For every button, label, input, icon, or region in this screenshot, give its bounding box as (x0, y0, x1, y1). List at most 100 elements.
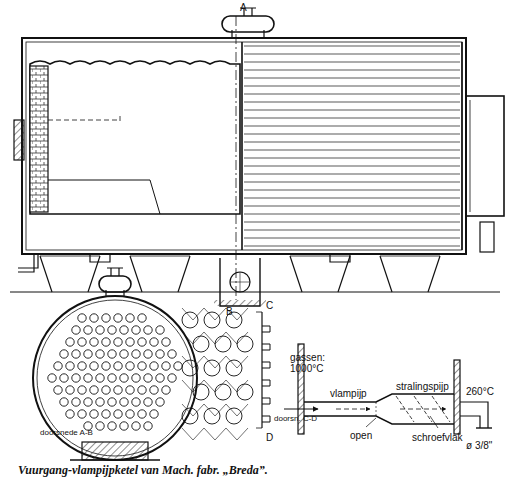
tube-section (215, 384, 231, 400)
tube-section (226, 360, 242, 376)
tube-hole (54, 386, 62, 394)
tube-section (204, 360, 220, 376)
tube-hole (114, 338, 122, 346)
tube-hole (72, 326, 80, 334)
part-label: stralingspijp (396, 381, 449, 392)
fire-tube (244, 142, 460, 143)
fire-tube (244, 70, 460, 71)
fire-tube (244, 166, 460, 167)
pitch-line (182, 332, 248, 344)
fire-tube (244, 134, 460, 135)
tube-hole (66, 338, 74, 346)
fire-tube (244, 110, 460, 111)
tube-hole (144, 350, 152, 358)
tube-hole (150, 410, 158, 418)
tube-hole (102, 362, 110, 370)
plate-tab (262, 362, 270, 368)
tube-hole (126, 314, 134, 322)
tube-hole (138, 386, 146, 394)
tube-section (237, 336, 253, 352)
fire-tube (244, 102, 460, 103)
part-label: ø 3/8" (466, 440, 492, 451)
tube-hole (78, 338, 86, 346)
tube-hole (126, 386, 134, 394)
fire-tube (244, 238, 460, 239)
tube-hole (96, 422, 104, 430)
tube-hole (108, 422, 116, 430)
tube-hole (114, 362, 122, 370)
part-label: C (266, 300, 273, 311)
tube-hole (108, 398, 116, 406)
tube-hole (66, 386, 74, 394)
tube-hole (60, 350, 68, 358)
tube-hole (174, 362, 182, 370)
tube-hole (162, 338, 170, 346)
tube-hole (66, 362, 74, 370)
part-label: vlampijp (330, 388, 367, 399)
fire-tube (244, 198, 460, 199)
tube-hole (138, 338, 146, 346)
fire-tube (244, 158, 460, 159)
fire-tube (244, 214, 460, 215)
tube-hole (168, 350, 176, 358)
tube-hole (72, 374, 80, 382)
tube-hole (144, 326, 152, 334)
tube-section (193, 336, 209, 352)
tube-hole (138, 314, 146, 322)
tube-hole (126, 338, 134, 346)
tube-hole (120, 326, 128, 334)
fire-tube (244, 246, 460, 247)
tube-hole (132, 326, 140, 334)
fire-tube (244, 86, 460, 87)
fire-tube (244, 150, 460, 151)
fire-tube (244, 118, 460, 119)
tube-hole (96, 398, 104, 406)
part-label: schroefvlak (412, 432, 463, 443)
fire-tube (244, 182, 460, 183)
tube-hole (90, 410, 98, 418)
part-label: doorsn. C-D (274, 414, 317, 423)
pitch-line (182, 380, 248, 392)
part-label: 260°C (466, 386, 494, 397)
plate-tab (262, 380, 270, 386)
tube-hole (108, 350, 116, 358)
tube-hole (156, 374, 164, 382)
part-label: 1000°C (290, 363, 323, 374)
tube-hole (90, 386, 98, 394)
tube-hole (168, 374, 176, 382)
pitch-line (182, 428, 248, 440)
fire-tube (244, 190, 460, 191)
tube-hole (108, 326, 116, 334)
fire-tube (244, 206, 460, 207)
tube-hole (78, 410, 86, 418)
tube-section (204, 408, 220, 424)
tube-hole (84, 374, 92, 382)
tube-hole (138, 410, 146, 418)
fire-tube (244, 174, 460, 175)
tube-hole (60, 398, 68, 406)
tube-hole (126, 362, 134, 370)
tube-hole (72, 398, 80, 406)
pitch-line (182, 356, 248, 368)
tube-section (204, 312, 220, 328)
fire-tube (244, 222, 460, 223)
tube-hole (120, 350, 128, 358)
tube-hole (90, 338, 98, 346)
tube-hole (102, 338, 110, 346)
tube-hole (138, 362, 146, 370)
tube-hole (120, 422, 128, 430)
tube-hole (156, 326, 164, 334)
tube-hole (90, 362, 98, 370)
tube-hole (120, 374, 128, 382)
tube-hole (108, 374, 116, 382)
tube-hole (102, 410, 110, 418)
tube-hole (96, 326, 104, 334)
part-label: gassen: (290, 352, 325, 363)
tube-section (237, 384, 253, 400)
tube-hole (132, 398, 140, 406)
tube-hole (78, 386, 86, 394)
tube-hole (54, 362, 62, 370)
fire-tube (244, 94, 460, 95)
tube-hole (126, 410, 134, 418)
